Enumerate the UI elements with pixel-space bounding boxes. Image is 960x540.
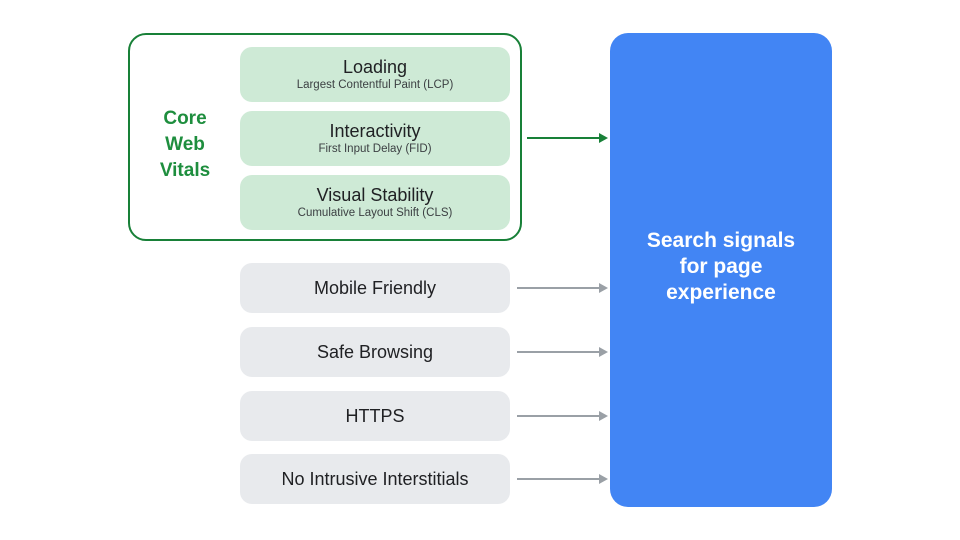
vital-subtitle-fid: First Input Delay (FID): [318, 143, 432, 155]
search-signals-label: Search signals for page experience: [646, 229, 796, 304]
signal-box-https: HTTPS: [240, 391, 510, 441]
vital-title-interactivity: Interactivity: [329, 121, 421, 141]
vital-box-interactivity: Interactivity First Input Delay (FID): [240, 111, 510, 166]
arrow-safe-browsing: [517, 347, 608, 357]
arrow-mobile-friendly: [517, 283, 608, 293]
vital-subtitle-lcp: Largest Contentful Paint (LCP): [296, 79, 454, 91]
core-web-vitals-label: Core Web Vitals: [159, 108, 211, 181]
vital-subtitle-cls: Cumulative Layout Shift (CLS): [297, 207, 453, 219]
arrow-core-web-vitals: [527, 133, 608, 143]
signal-box-safe-browsing: Safe Browsing: [240, 327, 510, 377]
signal-box-no-intrusive-interstitials: No Intrusive Interstitials: [240, 454, 510, 504]
arrow-no-intrusive-interstitials: [517, 474, 608, 484]
arrow-https: [517, 411, 608, 421]
signal-box-mobile-friendly: Mobile Friendly: [240, 263, 510, 313]
vital-box-loading: Loading Largest Contentful Paint (LCP): [240, 47, 510, 102]
vital-title-loading: Loading: [342, 57, 408, 77]
search-signals-box: Search signals for page experience: [610, 33, 832, 507]
vital-box-visual-stability: Visual Stability Cumulative Layout Shift…: [240, 175, 510, 230]
vital-title-visual-stability: Visual Stability: [316, 185, 434, 205]
